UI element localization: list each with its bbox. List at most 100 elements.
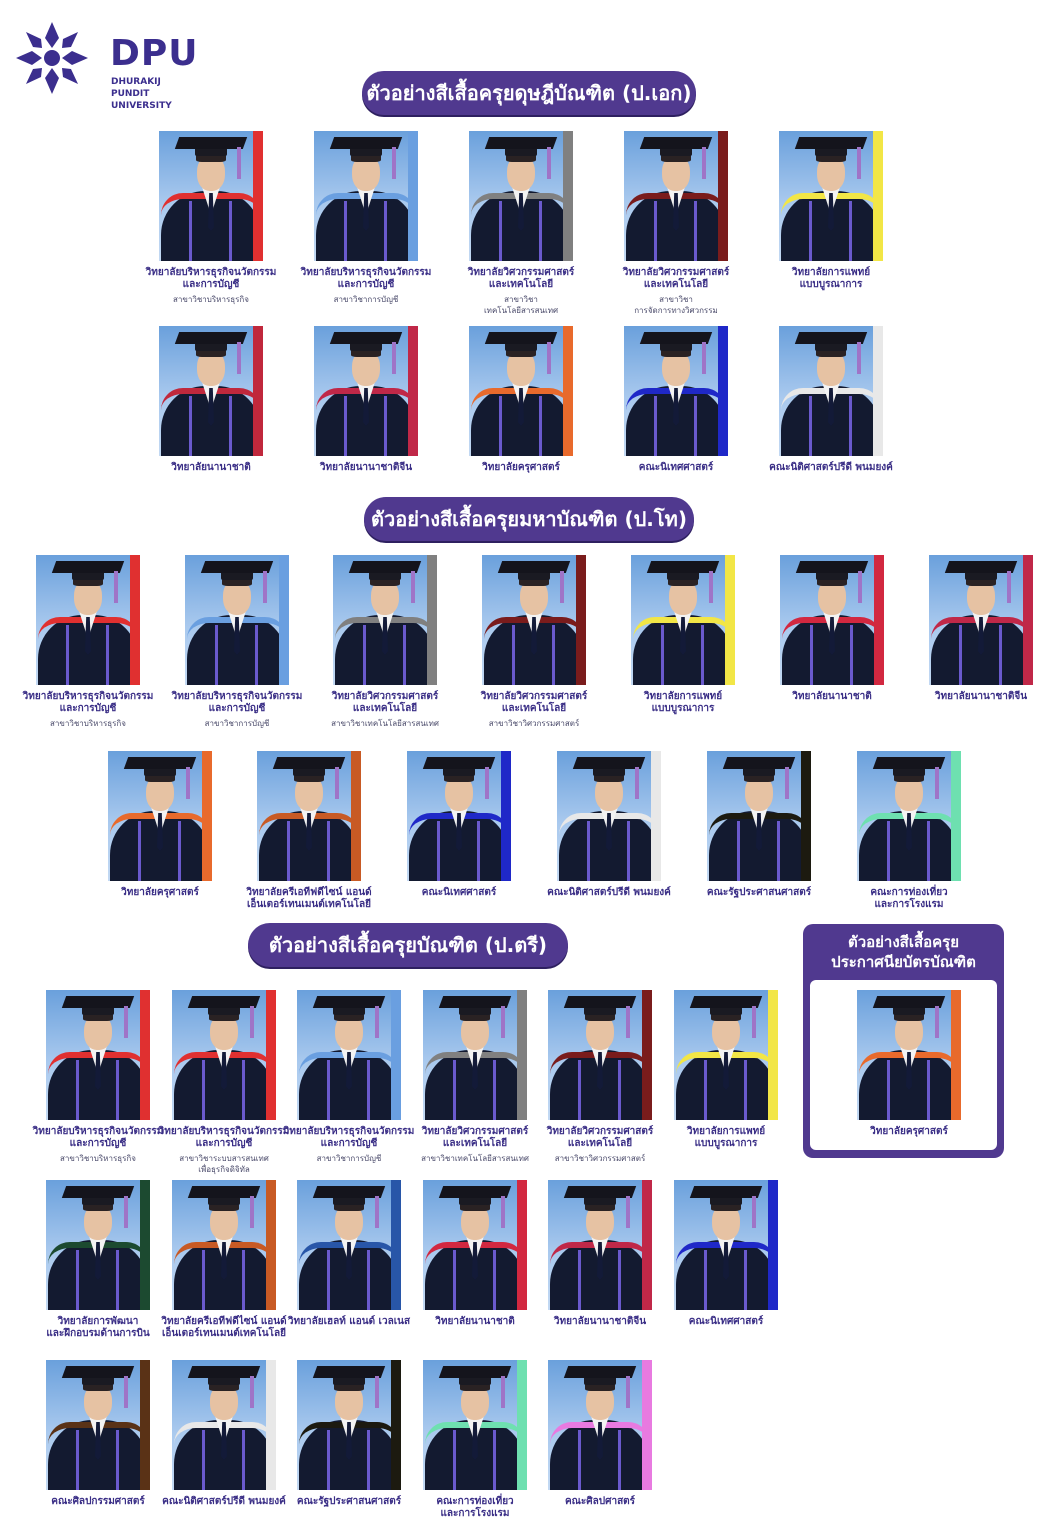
gown-card: คณะศิลปกรรมศาสตร์ [46, 1360, 150, 1520]
faculty-color-stripe [140, 1180, 150, 1310]
faculty-color-stripe [202, 751, 212, 881]
gown-card: คณะนิติศาสตร์ปรีดี พนมยงค์ [769, 326, 893, 486]
faculty-label: วิทยาลัยนานาชาติ [171, 462, 251, 473]
faculty-color-stripe [718, 131, 728, 261]
gown-photo [548, 1360, 652, 1490]
faculty-color-stripe [517, 1360, 527, 1490]
faculty-color-stripe [642, 990, 652, 1120]
master-section-title: ตัวอย่างสีเสื้อครุยมหาบัณฑิต (ป.โท) [364, 497, 694, 541]
faculty-label: วิทยาลัยครุศาสตร์ [870, 1126, 948, 1137]
logo-wordmark: DPU [110, 33, 199, 74]
gown-card: วิทยาลัยนานาชาติ [780, 555, 884, 715]
faculty-color-stripe [279, 555, 289, 685]
faculty-sub-label: สาขาวิชาการบัญชี [204, 719, 270, 728]
certificate-section-title: ตัวอย่างสีเสื้อครุย ประกาศนียบัตรบัณฑิต [831, 933, 976, 971]
faculty-label: วิทยาลัยนานาชาติจีน [319, 462, 413, 473]
gown-photo [185, 555, 289, 685]
gown-photo [548, 990, 652, 1120]
gown-card: วิทยาลัยบริหารธุรกิจนวัตกรรม และการบัญชี… [23, 555, 153, 728]
gown-photo [333, 555, 437, 685]
faculty-label: คณะนิติศาสตร์ปรีดี พนมยงค์ [162, 1496, 286, 1507]
gown-photo [46, 1180, 150, 1310]
gown-card: วิทยาลัยการพัฒนา และฝึกอบรมด้านการบิน [46, 1180, 150, 1340]
faculty-label: คณะนิติศาสตร์ปรีดี พนมยงค์ [769, 462, 893, 473]
faculty-label: คณะนิเทศศาสตร์ [421, 887, 497, 898]
faculty-color-stripe [873, 131, 883, 261]
gown-photo [423, 1180, 527, 1310]
gown-photo [172, 990, 276, 1120]
faculty-sub-label: สาขาวิชา การจัดการทางวิศวกรรม [634, 295, 718, 315]
faculty-label: คณะนิเทศศาสตร์ [638, 462, 714, 473]
gown-photo [857, 990, 961, 1120]
faculty-sub-label: สาขาวิชา เทคโนโลยีสารสนเทศ [483, 295, 559, 315]
gown-card: วิทยาลัยบริหารธุรกิจนวัตกรรม และการบัญชี… [33, 990, 163, 1163]
gown-photo [707, 751, 811, 881]
faculty-color-stripe [801, 751, 811, 881]
faculty-color-stripe [351, 751, 361, 881]
gown-card: วิทยาลัยวิศวกรรมศาสตร์ และเทคโนโลยีสาขาว… [481, 555, 587, 728]
faculty-color-stripe [718, 326, 728, 456]
gown-card: วิทยาลัยครุศาสตร์ [108, 751, 212, 911]
faculty-label: วิทยาลัยวิศวกรรมศาสตร์ และเทคโนโลยี [480, 691, 588, 714]
faculty-label: วิทยาลัยบริหารธุรกิจนวัตกรรม และการบัญชี [300, 267, 432, 290]
faculty-color-stripe [517, 1180, 527, 1310]
gown-photo [172, 1360, 276, 1490]
faculty-label: วิทยาลัยวิศวกรรมศาสตร์ และเทคโนโลยี [546, 1126, 654, 1149]
faculty-color-stripe [253, 326, 263, 456]
gown-card: วิทยาลัยเฮลท์ แอนด์ เวลเนส [288, 1180, 410, 1340]
faculty-label: วิทยาลัยบริหารธุรกิจนวัตกรรม และการบัญชี [158, 1126, 290, 1149]
faculty-color-stripe [517, 990, 527, 1120]
faculty-label: วิทยาลัยบริหารธุรกิจนวัตกรรม และการบัญชี [145, 267, 277, 290]
faculty-color-stripe [1023, 555, 1033, 685]
faculty-color-stripe [642, 1360, 652, 1490]
gown-card: คณะนิเทศศาสตร์ [407, 751, 511, 911]
gown-photo [779, 131, 883, 261]
gown-photo [297, 1180, 401, 1310]
gown-photo [257, 751, 361, 881]
gown-photo [779, 326, 883, 456]
logo-subtitle-line2: UNIVERSITY [111, 101, 172, 111]
gown-photo [548, 1180, 652, 1310]
gown-photo [297, 1360, 401, 1490]
gown-card: วิทยาลัยนานาชาติ [159, 326, 263, 486]
faculty-color-stripe [266, 1360, 276, 1490]
faculty-color-stripe [576, 555, 586, 685]
gown-card: วิทยาลัยบริหารธุรกิจนวัตกรรม และการบัญชี… [301, 131, 431, 304]
gown-card: คณะนิติศาสตร์ปรีดี พนมยงค์ [162, 1360, 286, 1520]
faculty-sub-label: สาขาวิชาการบัญชี [333, 295, 399, 304]
gown-photo [624, 131, 728, 261]
dpu-star-icon [16, 22, 88, 94]
faculty-label: วิทยาลัยครุศาสตร์ [482, 462, 560, 473]
faculty-label: คณะรัฐประศาสนศาสตร์ [706, 887, 812, 898]
gown-card: วิทยาลัยวิศวกรรมศาสตร์ และเทคโนโลยีสาขาว… [421, 990, 529, 1163]
gown-card: วิทยาลัยนานาชาติจีน [929, 555, 1033, 715]
faculty-label: คณะนิติศาสตร์ปรีดี พนมยงค์ [547, 887, 671, 898]
faculty-color-stripe [408, 326, 418, 456]
gown-card: คณะนิเทศศาสตร์ [674, 1180, 778, 1340]
faculty-label: วิทยาลัยบริหารธุรกิจนวัตกรรม และการบัญชี [22, 691, 154, 714]
faculty-color-stripe [873, 326, 883, 456]
faculty-label: วิทยาลัยนานาชาติจีน [553, 1316, 647, 1327]
faculty-color-stripe [768, 1180, 778, 1310]
faculty-color-stripe [427, 555, 437, 685]
faculty-label: วิทยาลัยวิศวกรรมศาสตร์ และเทคโนโลยี [331, 691, 439, 714]
faculty-label: วิทยาลัยนานาชาติ [792, 691, 872, 702]
faculty-color-stripe [140, 1360, 150, 1490]
gown-card: วิทยาลัยบริหารธุรกิจนวัตกรรม และการบัญชี… [172, 555, 302, 728]
faculty-label: คณะการท่องเที่ยว และการโรงแรม [436, 1496, 514, 1519]
faculty-color-stripe [768, 990, 778, 1120]
faculty-label: วิทยาลัยบริหารธุรกิจนวัตกรรม และการบัญชี [171, 691, 303, 714]
gown-card: วิทยาลัยวิศวกรรมศาสตร์ และเทคโนโลยีสาขาว… [468, 131, 574, 315]
bachelor-section-title: ตัวอย่างสีเสื้อครุยบัณฑิต (ป.ตรี) [248, 923, 568, 967]
faculty-color-stripe [408, 131, 418, 261]
gown-card: คณะนิติศาสตร์ปรีดี พนมยงค์ [547, 751, 671, 911]
gown-card: คณะรัฐประศาสนศาสตร์ [707, 751, 811, 911]
faculty-label: วิทยาลัยครีเอทีฟดีไซน์ แอนด์ เอ็นเตอร์เท… [246, 887, 372, 910]
faculty-color-stripe [951, 751, 961, 881]
faculty-label: คณะศิลปกรรมศาสตร์ [51, 1496, 145, 1507]
faculty-color-stripe [140, 990, 150, 1120]
gown-card: คณะนิเทศศาสตร์ [624, 326, 728, 486]
gown-photo [780, 555, 884, 685]
gown-card: วิทยาลัยการแพทย์ แบบบูรณาการ [779, 131, 883, 291]
gown-card: วิทยาลัยบริหารธุรกิจนวัตกรรม และการบัญชี… [159, 990, 289, 1174]
